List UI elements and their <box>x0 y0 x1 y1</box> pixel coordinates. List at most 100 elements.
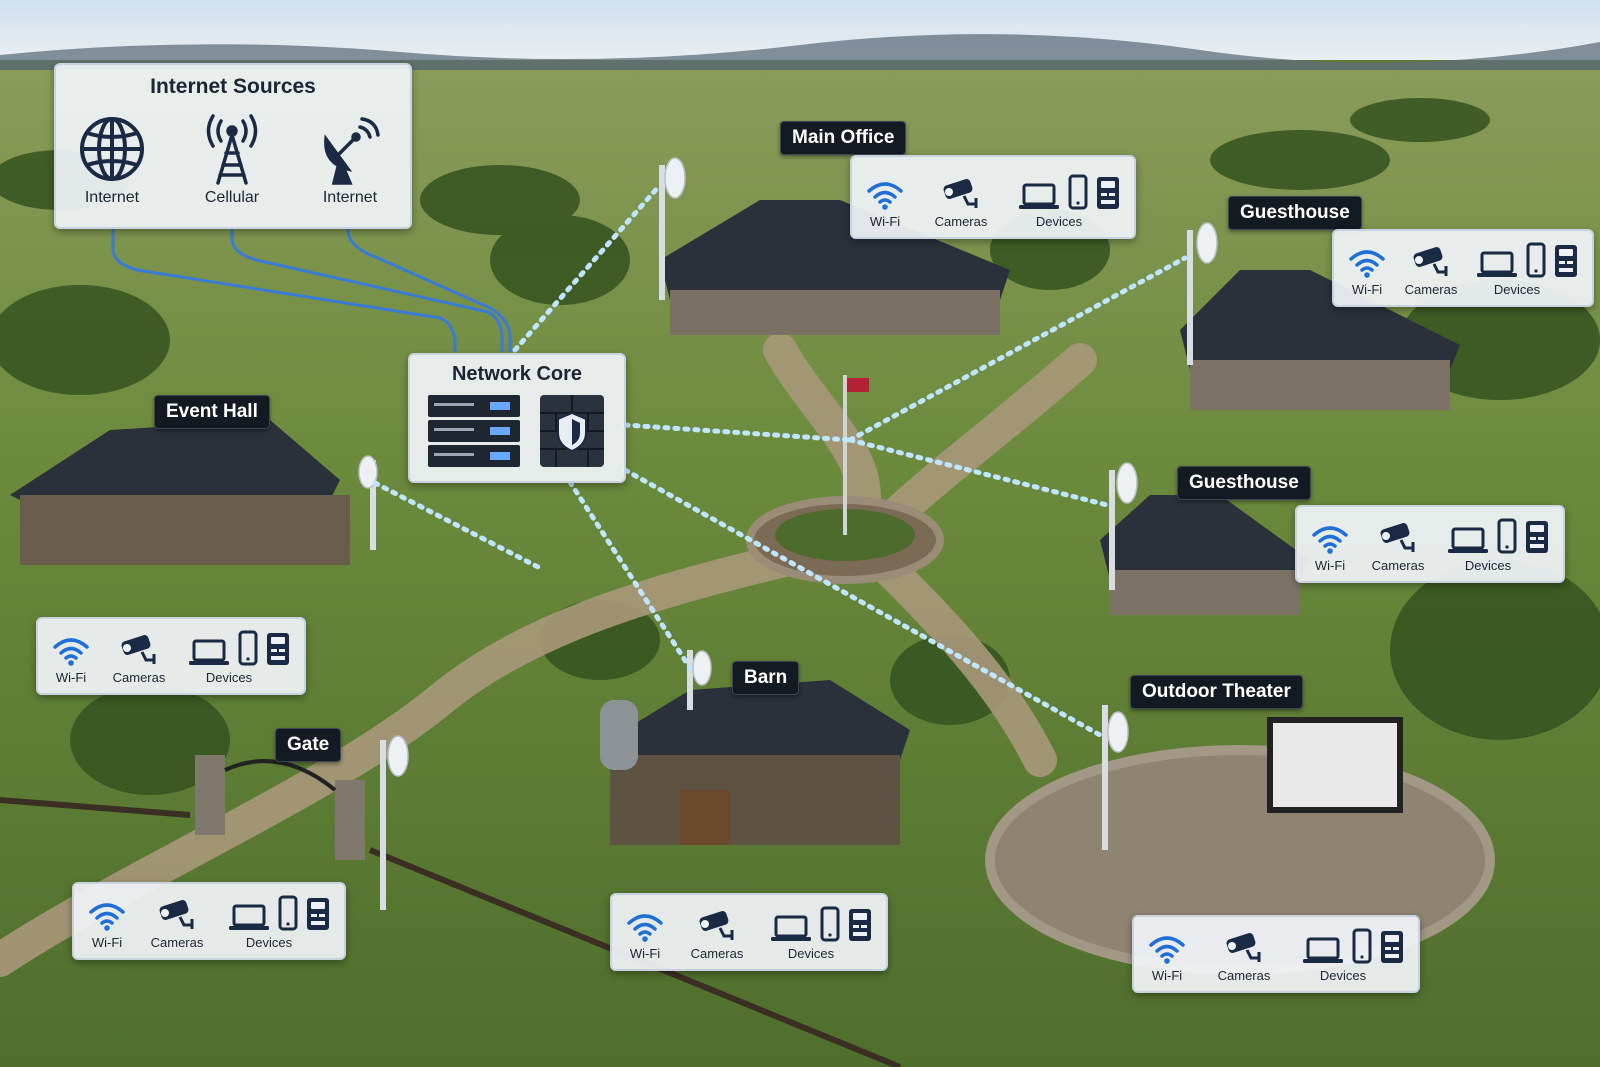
internet-sources-title: Internet Sources <box>150 75 316 98</box>
security-camera-icon <box>121 635 156 664</box>
wifi-label: Wi-Fi <box>55 670 87 685</box>
devices-label: Devices <box>1035 214 1083 229</box>
security-camera-icon <box>699 911 734 940</box>
security-camera-icon <box>1413 247 1448 276</box>
internet-sources-panel: Internet Sources Internet Cellular <box>54 63 412 229</box>
cameras-item: Cameras <box>1371 522 1425 573</box>
label-event-hall: Event Hall <box>154 395 270 429</box>
laptop-icon <box>229 904 269 930</box>
devices-label: Devices <box>1493 282 1541 297</box>
device-panel-guesthouse-1: Wi-Fi Cameras Devices <box>1332 229 1594 307</box>
source-label: Cellular <box>204 189 260 206</box>
globe-icon <box>80 117 144 181</box>
security-camera-icon <box>1380 523 1415 552</box>
cameras-label: Cameras <box>1404 282 1458 297</box>
cameras-item: Cameras <box>935 178 987 229</box>
cameras-label: Cameras <box>1371 558 1425 573</box>
devices-label: Devices <box>205 670 253 685</box>
wifi-item: Wi-Fi <box>1148 934 1186 983</box>
access-point-icon <box>1526 521 1548 553</box>
wifi-icon <box>1149 936 1185 964</box>
devices-label: Devices <box>1464 558 1512 573</box>
access-point-icon <box>1097 177 1119 209</box>
wifi-item: Wi-Fi <box>1311 524 1349 573</box>
cameras-item: Cameras <box>150 899 204 950</box>
wifi-icon <box>1349 250 1385 278</box>
label-barn: Barn <box>732 661 800 695</box>
smartphone-icon <box>278 895 298 931</box>
access-point-icon <box>267 633 289 665</box>
smartphone-icon <box>1497 518 1517 554</box>
wifi-icon <box>627 914 663 942</box>
smartphone-icon <box>1526 242 1546 278</box>
access-point-icon <box>849 909 871 941</box>
network-core-panel: Network Core <box>408 353 626 483</box>
wifi-item: Wi-Fi <box>866 180 904 229</box>
wifi-label: Wi-Fi <box>1314 558 1346 573</box>
device-panel-main-office: Wi-Fi Cameras Devices <box>850 155 1136 239</box>
wifi-item: Wi-Fi <box>1348 248 1386 297</box>
security-camera-icon <box>1226 933 1261 962</box>
wifi-icon <box>53 638 89 666</box>
devices-item: Devices <box>228 895 330 950</box>
source-label: Internet <box>322 189 378 206</box>
devices-item: Devices <box>1447 518 1549 573</box>
label-outdoor-theater: Outdoor Theater <box>1130 675 1303 709</box>
device-panel-guesthouse-2: Wi-Fi Cameras Devices <box>1295 505 1565 583</box>
laptop-icon <box>1448 527 1488 553</box>
wifi-item: Wi-Fi <box>626 912 664 961</box>
device-panel-event-hall: Wi-Fi Cameras Devices <box>36 617 306 695</box>
laptop-icon <box>1477 251 1517 277</box>
laptop-icon <box>1019 183 1059 209</box>
access-point-icon <box>307 898 329 930</box>
source-cellular: Cellular <box>196 113 268 207</box>
cameras-item: Cameras <box>1217 932 1271 983</box>
wifi-label: Wi-Fi <box>1351 282 1383 297</box>
wifi-label: Wi-Fi <box>1151 968 1183 983</box>
laptop-icon <box>1303 937 1343 963</box>
wifi-item: Wi-Fi <box>88 901 126 950</box>
devices-label: Devices <box>787 946 835 961</box>
devices-item: Devices <box>1302 928 1404 983</box>
laptop-icon <box>771 915 811 941</box>
label-main-office: Main Office <box>780 121 907 155</box>
cameras-item: Cameras <box>691 910 743 961</box>
smartphone-icon <box>1068 174 1088 210</box>
source-label: Internet <box>84 189 140 206</box>
cameras-label: Cameras <box>112 670 166 685</box>
wifi-icon <box>867 182 903 210</box>
smartphone-icon <box>820 906 840 942</box>
cameras-item: Cameras <box>1404 246 1458 297</box>
wifi-item: Wi-Fi <box>52 636 90 685</box>
label-guesthouse-2: Guesthouse <box>1177 466 1311 500</box>
network-core-title: Network Core <box>451 363 583 385</box>
devices-item: Devices <box>188 630 290 685</box>
devices-item: Devices <box>1018 174 1120 229</box>
wifi-label: Wi-Fi <box>869 214 901 229</box>
cameras-label: Cameras <box>1217 968 1271 983</box>
devices-item: Devices <box>770 906 872 961</box>
smartphone-icon <box>1352 928 1372 964</box>
label-guesthouse-1: Guesthouse <box>1228 196 1362 230</box>
security-camera-icon <box>943 179 978 208</box>
wifi-icon <box>89 903 125 931</box>
wifi-label: Wi-Fi <box>629 946 661 961</box>
source-internet: Internet <box>76 113 148 207</box>
security-camera-icon <box>159 900 194 929</box>
wifi-icon <box>1312 526 1348 554</box>
devices-label: Devices <box>245 935 293 950</box>
laptop-icon <box>189 639 229 665</box>
cameras-label: Cameras <box>150 935 204 950</box>
satellite-dish-icon <box>324 117 380 185</box>
devices-label: Devices <box>1319 968 1367 983</box>
cell-tower-icon <box>206 114 258 185</box>
firewall-icon <box>540 395 604 467</box>
access-point-icon <box>1381 931 1403 963</box>
devices-item: Devices <box>1476 242 1578 297</box>
cameras-item: Cameras <box>112 634 166 685</box>
device-panel-barn: Wi-Fi Cameras Devices <box>610 893 888 971</box>
access-point-icon <box>1555 245 1577 277</box>
server-rack-icon <box>428 395 520 467</box>
device-panel-gate: Wi-Fi Cameras Devices <box>72 882 346 960</box>
device-panel-outdoor-theater: Wi-Fi Cameras Devices <box>1132 915 1420 993</box>
